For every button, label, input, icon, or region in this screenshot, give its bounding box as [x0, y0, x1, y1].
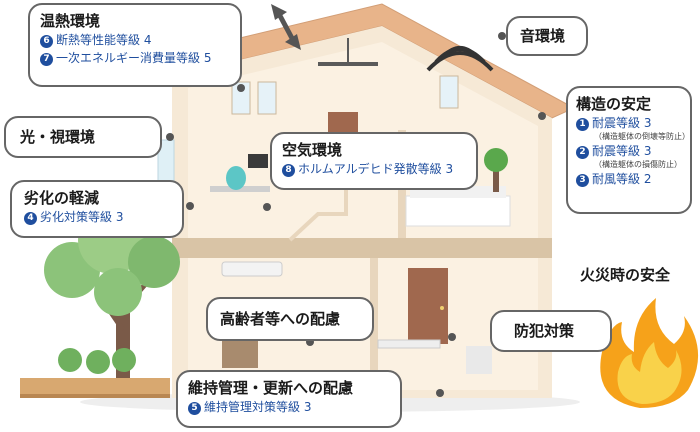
- crime-pointer: [448, 333, 456, 341]
- tree-leaves-3: [128, 236, 180, 288]
- light-pointer: [166, 133, 174, 141]
- number-badge: 7: [40, 53, 53, 66]
- number-badge: 8: [282, 164, 295, 177]
- number-badge: 6: [40, 35, 53, 48]
- elderly-pointer: [306, 338, 314, 346]
- front-door: [408, 268, 448, 344]
- heat-arrow-shaft: [275, 10, 297, 44]
- chair: [226, 166, 246, 190]
- sound-callout: 音環境: [506, 16, 588, 56]
- deterioration-title: 劣化の軽減: [24, 189, 100, 207]
- plant-leaves: [484, 148, 508, 172]
- attic-window-1: [231, 81, 251, 115]
- light-callout: 光・視環境: [4, 116, 162, 158]
- number-badge: 4: [24, 212, 37, 225]
- number-badge: 1: [576, 118, 589, 131]
- inner-wall: [370, 258, 378, 390]
- air-item-1-label: ホルムアルデヒド発散等級 3: [298, 162, 454, 176]
- bookshelf: [222, 340, 258, 368]
- fire-safety-label: 火災時の安全: [580, 266, 671, 284]
- maintenance-title: 維持管理・更新への配慮: [188, 379, 354, 397]
- elderly-callout: 高齢者等への配慮: [206, 297, 374, 341]
- thermal-item-1-label: 断熱等性能等級 4: [56, 33, 152, 47]
- monitor: [248, 154, 268, 168]
- thermal-title: 温熱環境: [40, 12, 101, 30]
- structure-pointer: [538, 112, 546, 120]
- door-knob: [440, 306, 444, 310]
- plant-pot: [493, 170, 499, 192]
- thermal-item-2-label: 一次エネルギー消費量等級 5: [56, 51, 212, 65]
- structure-item-1-label: 耐震等級 3: [592, 116, 652, 130]
- crime-callout: 防犯対策: [490, 310, 612, 352]
- kitchen-shelf: [466, 346, 492, 374]
- fan-blades: [318, 62, 378, 66]
- air-title: 空気環境: [282, 141, 343, 159]
- attic-window-2: [257, 81, 277, 115]
- elderly-title: 高齢者等への配慮: [220, 310, 341, 328]
- number-badge: 2: [576, 146, 589, 159]
- structure-title: 構造の安定: [576, 95, 652, 113]
- structure-item-2-label: 耐震等級 3: [592, 144, 652, 158]
- heat-arrow-head-bottom: [285, 34, 301, 50]
- crime-title: 防犯対策: [514, 322, 575, 340]
- sound-pointer: [498, 32, 506, 40]
- structure-item-2-note: （構造躯体の損傷防止）: [594, 160, 682, 169]
- structure-item-1-note: （構造躯体の倒壊等防止）: [594, 132, 690, 141]
- deterioration-item-1-label: 劣化対策等級 3: [40, 210, 124, 224]
- attic-window-3: [439, 75, 459, 109]
- shrub-2: [86, 350, 110, 374]
- heat-arrow-head-top: [271, 4, 287, 20]
- structure-item-3-label: 耐風等級 2: [592, 172, 652, 186]
- number-badge: 5: [188, 402, 201, 415]
- stairs: [288, 190, 348, 242]
- number-badge: 3: [576, 174, 589, 187]
- shrub-3: [112, 348, 136, 372]
- deterioration-pointer: [186, 202, 194, 210]
- bed: [405, 195, 511, 227]
- floor-slab: [172, 238, 552, 258]
- air-pointer: [263, 203, 271, 211]
- fire-inner-flame: [617, 342, 682, 404]
- sound-title: 音環境: [520, 27, 566, 45]
- maintenance-item-1-label: 維持管理対策等級 3: [204, 400, 312, 414]
- air-conditioner: [221, 261, 283, 277]
- kitchen-counter: [377, 339, 441, 349]
- deck-edge: [20, 394, 170, 398]
- light-title: 光・視環境: [20, 128, 96, 146]
- maintenance-pointer: [436, 389, 444, 397]
- desk: [210, 186, 270, 192]
- sound-wave-3: [426, 51, 494, 72]
- shrub-1: [58, 348, 82, 372]
- tree-leaves-4: [94, 268, 142, 316]
- thermal-pointer: [237, 84, 245, 92]
- wooden-deck: [20, 378, 170, 394]
